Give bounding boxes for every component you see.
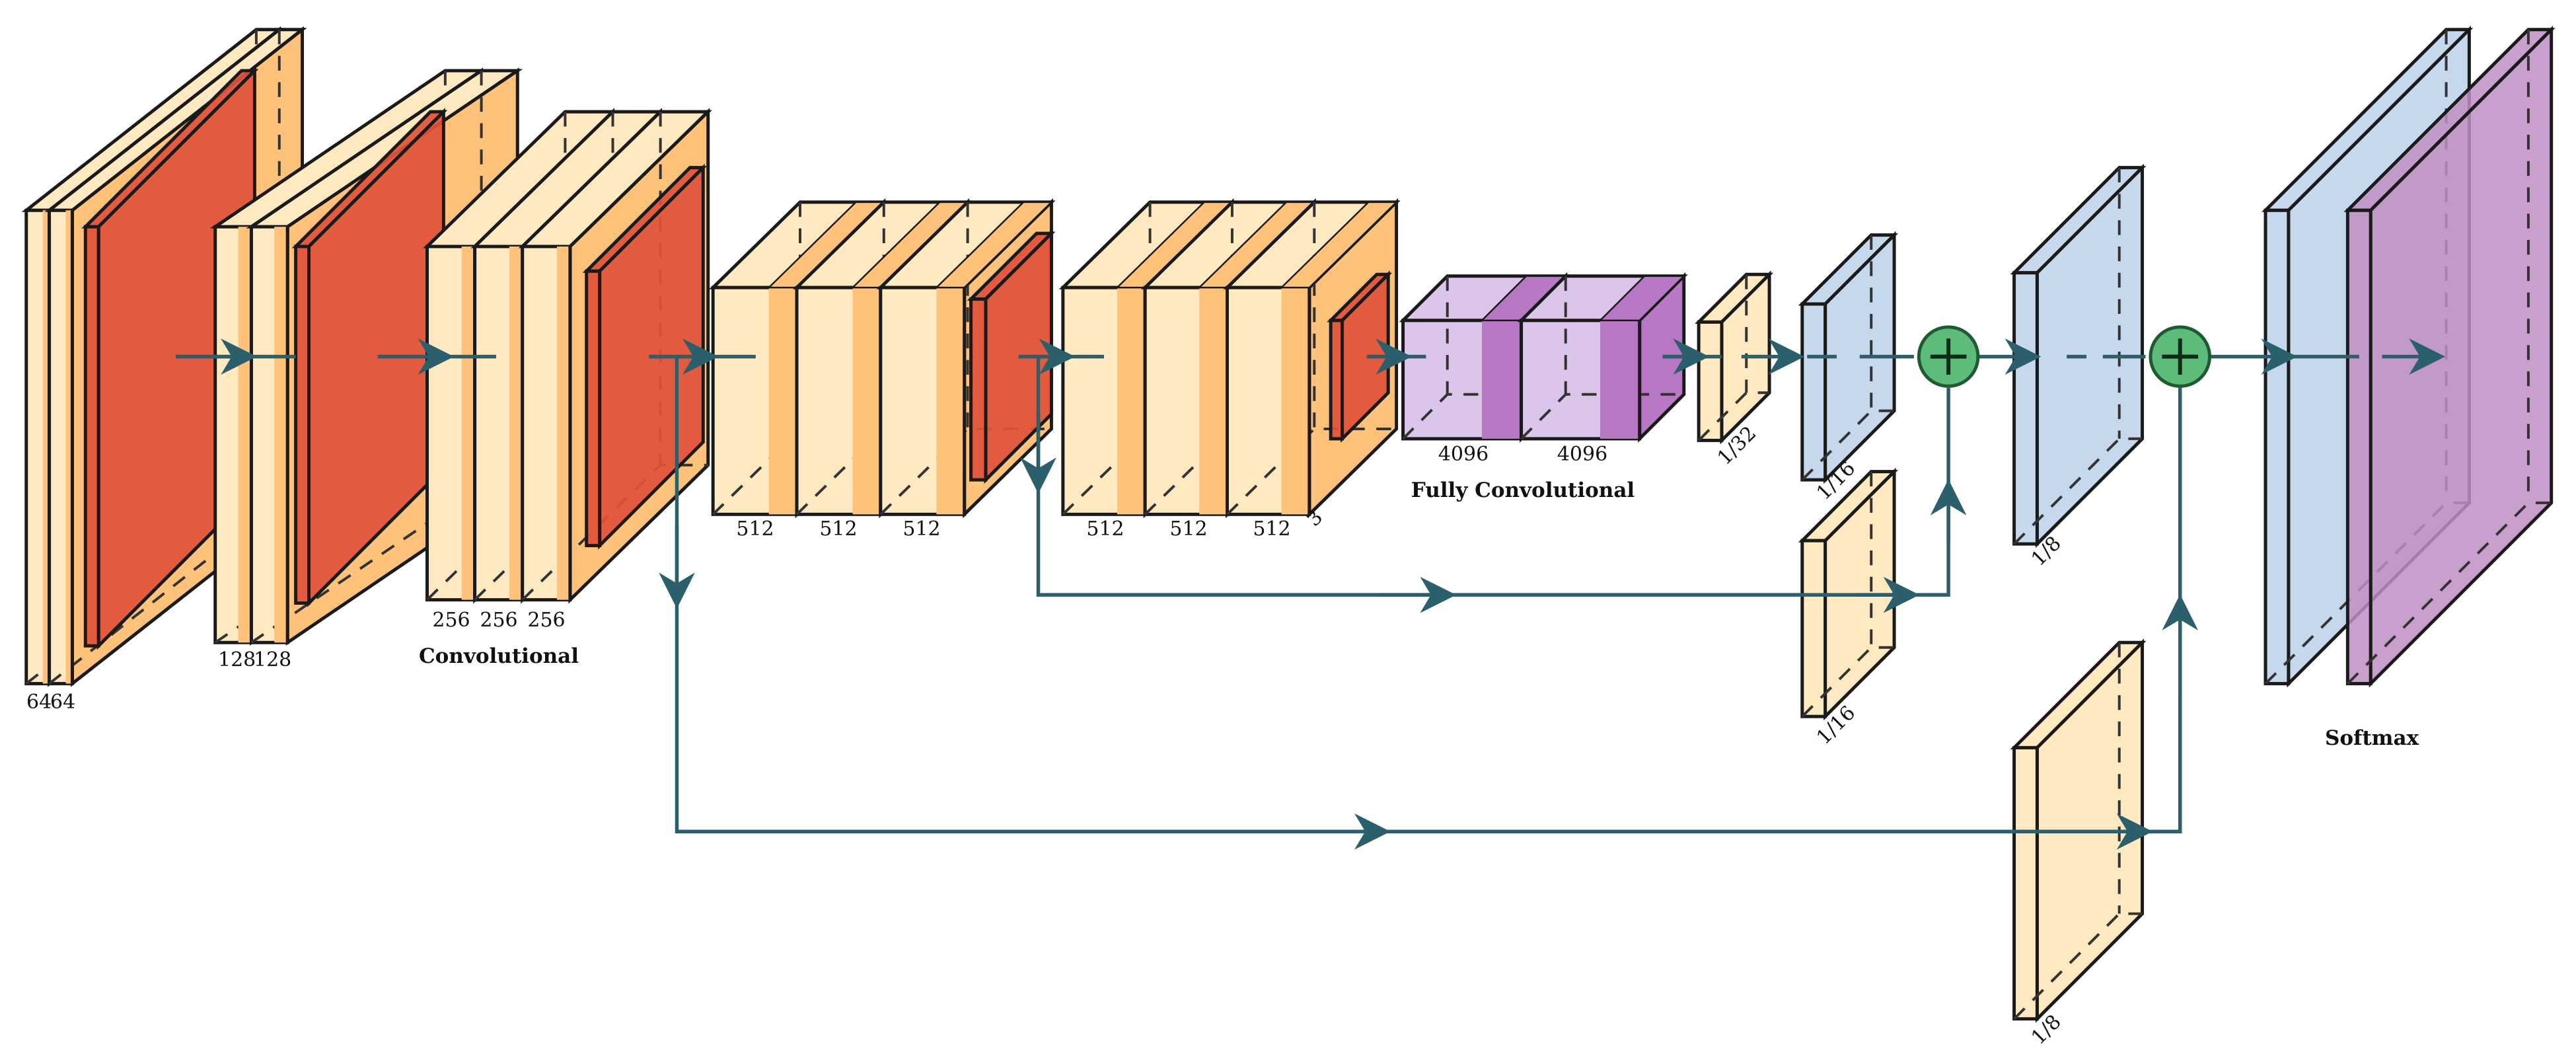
block4-label-3: 512 (902, 517, 940, 541)
sum-node-2 (2149, 325, 2211, 388)
softmax-slab (2343, 25, 2556, 688)
convolutional-title: Convolutional (419, 644, 579, 668)
conv-block-3-relu-strip-2 (509, 246, 523, 600)
skip-connections (176, 338, 2446, 850)
conv-block-3-relu-strip-3 (556, 246, 570, 600)
section-titles: Convolutional Fully Convolutional Softma… (419, 478, 2419, 750)
conv-block-4-relu-strip-2 (852, 287, 881, 515)
block3-label-2: 256 (480, 609, 517, 632)
block2-label-1: 128 (218, 648, 256, 671)
conv-block-4-relu-strip-1 (768, 287, 797, 515)
conv-block-1-relu-strip-2 (65, 210, 73, 684)
upsample-8-slab (2010, 163, 2147, 549)
block3-label-1: 256 (432, 609, 470, 632)
block3-label-3: 256 (527, 609, 565, 632)
fc-label-2: 4096 (1557, 443, 1607, 466)
conv-block-4 (709, 198, 1056, 519)
fc-relu-strip-1 (1481, 320, 1522, 439)
conv-block-2-relu-strip-2 (274, 227, 288, 643)
block4-label-1: 512 (736, 517, 774, 541)
fully-convolutional-title: Fully Convolutional (1411, 478, 1635, 502)
sum-nodes (1917, 325, 2211, 388)
conv-block-5 (1058, 198, 1401, 519)
block5-label-2: 512 (1169, 517, 1207, 541)
conv-block-5-relu-strip-2 (1199, 287, 1228, 515)
conv-block-3-relu-strip-1 (461, 246, 475, 600)
block1-label-1: 64 (26, 691, 52, 714)
fc-label-1: 4096 (1438, 443, 1489, 466)
conv-block-2-pool-slab (291, 108, 448, 607)
conv-block-5-pool-slab (1327, 270, 1393, 443)
block1-label-2: 64 (50, 691, 75, 714)
block4-label-2: 512 (819, 517, 857, 541)
conv-block-4-relu-strip-3 (936, 287, 965, 515)
softmax-title: Softmax (2325, 726, 2419, 750)
conv-block-5-relu-strip-3 (1281, 287, 1309, 515)
conv-block-2-relu-strip-1 (238, 227, 252, 643)
fully-convolutional-block (1399, 272, 1688, 443)
conv-block-1-relu-strip-1 (42, 210, 50, 684)
block2-label-2: 128 (254, 648, 291, 671)
block5-label-1: 512 (1086, 517, 1124, 541)
conv-block-3 (423, 108, 712, 604)
block5-label-3: 512 (1253, 517, 1290, 541)
sum-node-1 (1917, 325, 1980, 388)
conv-block-5-relu-strip-1 (1117, 287, 1146, 515)
skip-8-slab (2010, 638, 2147, 1023)
fc-relu-strip-2 (1600, 320, 1640, 439)
